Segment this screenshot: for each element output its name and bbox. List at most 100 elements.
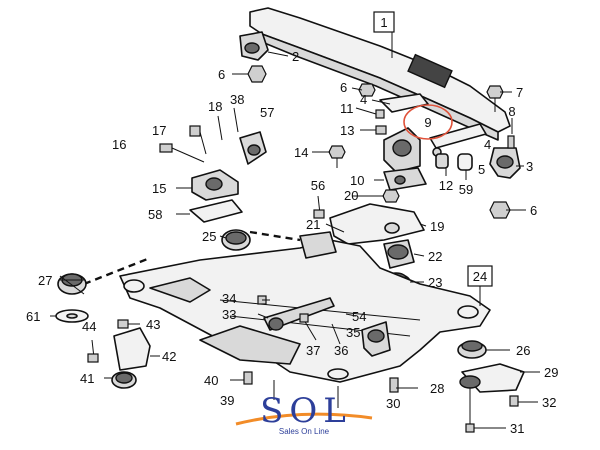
bolt-part-11 [355, 107, 385, 119]
callout-6-top: 6 [218, 67, 225, 82]
callout-54: 54 [352, 309, 366, 324]
callout-59: 59 [459, 182, 473, 197]
bolt-part-7 [486, 85, 504, 112]
logo-tagline: Sales On Line [279, 427, 330, 436]
callout-leaders [50, 30, 540, 429]
dashed-guide-upper [249, 230, 301, 242]
callout-33: 33 [222, 307, 236, 322]
mount-part-41 [111, 371, 137, 389]
callout-5: 5 [478, 162, 485, 177]
callout-42: 42 [162, 349, 176, 364]
callout-box-24 [467, 265, 493, 287]
beam-mount-part-2 [239, 31, 269, 61]
link-arm-part-33 [263, 297, 335, 331]
callout-20: 20 [344, 188, 358, 203]
bracket-part-10 [383, 167, 427, 191]
bolt-part-16 [159, 143, 205, 163]
bolt-part-18 [217, 115, 223, 141]
callout-23: 23 [428, 275, 442, 290]
callout-34: 34 [222, 291, 236, 306]
bolt-part-36 [331, 323, 341, 345]
sleeve-part-59 [457, 153, 473, 171]
bolt-part-40 [243, 371, 253, 385]
callout-43: 43 [146, 317, 160, 332]
bolt-part-43 [117, 319, 129, 329]
bolt-part-31 [465, 388, 475, 433]
bracket-plate-part-19 [329, 203, 425, 245]
callout-38: 38 [230, 92, 244, 107]
callout-4-upper: 4 [360, 92, 367, 107]
callout-12: 12 [439, 178, 453, 193]
callout-1: 1 [380, 15, 387, 30]
left-engine-mount-part-15 [191, 169, 239, 201]
mount-plate-part-58 [189, 199, 243, 223]
bolt-part-13 [375, 125, 387, 135]
sol-logo: SOL Sales On Line [235, 391, 373, 436]
bolt-part-37 [299, 313, 317, 341]
nut-part-20 [382, 189, 400, 203]
callout-40: 40 [204, 373, 218, 388]
callout-2: 2 [292, 49, 299, 64]
callout-18: 18 [208, 99, 222, 114]
callout-57: 57 [260, 105, 274, 120]
nut-part-6-center [358, 83, 376, 97]
bolt-part-32 [509, 395, 519, 407]
callout-4-lower: 4 [484, 137, 491, 152]
steering-mount-part-35 [361, 321, 391, 357]
callout-9: 9 [424, 115, 431, 130]
nut-part-6-left [247, 65, 267, 83]
callout-44: 44 [82, 319, 96, 334]
logo-text: SOL [260, 391, 352, 431]
rubber-mount-part-22 [383, 239, 415, 269]
callout-22: 22 [428, 249, 442, 264]
callout-37: 37 [306, 343, 320, 358]
callout-6-center: 6 [340, 80, 347, 95]
bracket-part-57 [239, 131, 267, 165]
center-torque-bracket [379, 93, 487, 173]
callout-24: 24 [473, 269, 487, 284]
callout-27: 27 [38, 273, 52, 288]
bushing-part-12 [435, 153, 449, 169]
bolt-part-38 [233, 107, 239, 133]
callout-41: 41 [80, 371, 94, 386]
callout-17: 17 [152, 123, 166, 138]
bolt-part-44 [87, 339, 99, 363]
callout-26: 26 [516, 343, 530, 358]
callout-16: 16 [112, 137, 126, 152]
upper-torque-rod-beam [249, 7, 511, 141]
callout-31: 31 [510, 421, 524, 436]
callout-29: 29 [544, 365, 558, 380]
callout-19: 19 [430, 219, 444, 234]
callout-11: 11 [340, 101, 354, 116]
bracket-part-29 [459, 363, 525, 393]
highlight-ring [403, 104, 453, 140]
callout-8: 8 [508, 104, 515, 119]
bolt-part-14 [328, 145, 346, 168]
bolt-part-21 [325, 223, 345, 233]
callout-56: 56 [311, 178, 325, 193]
callout-36: 36 [334, 343, 348, 358]
bracket-part-42 [113, 327, 151, 371]
nut-part-6-right [489, 201, 511, 219]
bolt-part-28 [389, 377, 399, 393]
rubber-mount-part-25 [221, 229, 251, 251]
callout-32: 32 [542, 395, 556, 410]
callout-30: 30 [386, 396, 400, 411]
callout-61: 61 [26, 309, 40, 324]
bolt-part-17 [189, 125, 207, 155]
callout-box-1 [373, 11, 395, 33]
callout-7: 7 [516, 85, 523, 100]
callout-39: 39 [220, 393, 234, 408]
logo-swoosh [235, 412, 373, 426]
callout-14: 14 [294, 145, 308, 160]
mount-part-27 [57, 273, 87, 295]
callout-13: 13 [340, 123, 354, 138]
callout-3: 3 [526, 159, 533, 174]
callout-28: 28 [430, 381, 444, 396]
bolt-part-56 [313, 195, 325, 219]
callout-15: 15 [152, 181, 166, 196]
callout-21: 21 [306, 217, 320, 232]
callout-35: 35 [346, 325, 360, 340]
callout-25: 25 [202, 229, 216, 244]
